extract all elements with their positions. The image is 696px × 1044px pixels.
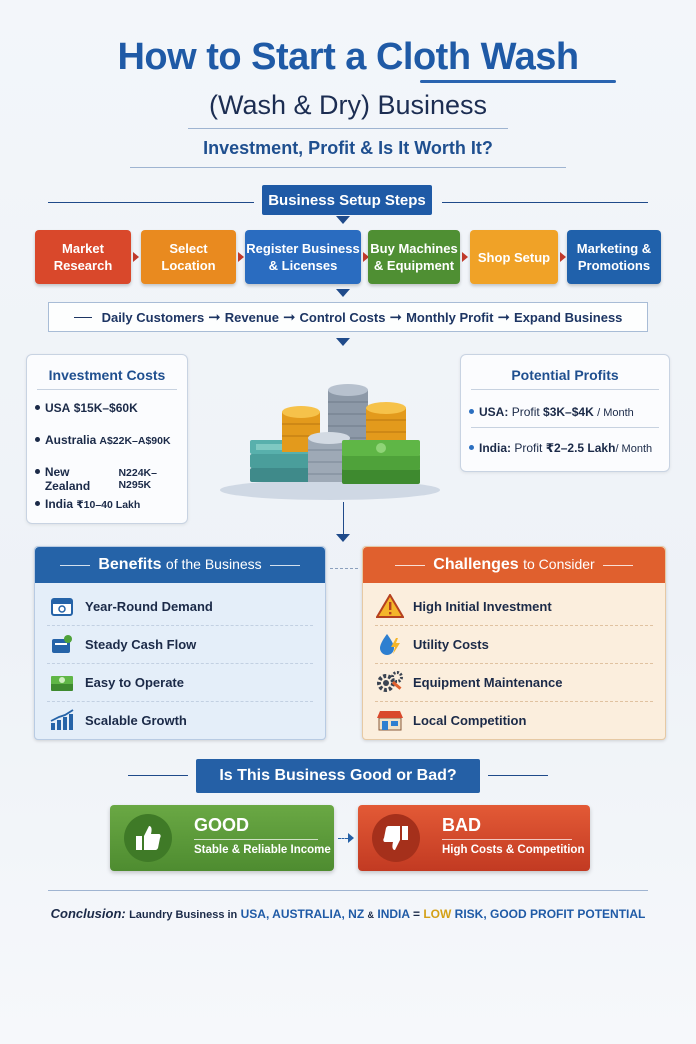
benefit-item: Steady Cash Flow bbox=[47, 629, 313, 659]
step-register-business: Register Business & Licenses bbox=[245, 230, 361, 284]
arrow-right-icon bbox=[363, 252, 369, 262]
arrow-right-icon: ➞ bbox=[282, 309, 296, 326]
divider bbox=[130, 167, 566, 168]
revenue-flow-bar: Daily Customers ➞ Revenue ➞ Control Cost… bbox=[48, 302, 648, 332]
page-title-line-2: (Wash & Dry) Business bbox=[208, 90, 488, 120]
divider bbox=[128, 775, 188, 776]
bad-subtitle: High Costs & Competition bbox=[442, 844, 585, 856]
cash-flow-icon bbox=[47, 631, 77, 657]
investment-item: USA $15K–$60K bbox=[35, 401, 138, 415]
challenge-item: High Initial Investment bbox=[375, 591, 653, 621]
arrow-down-icon bbox=[336, 289, 350, 297]
arrow-right-icon bbox=[238, 252, 244, 262]
flow-step: Daily Customers bbox=[101, 309, 205, 325]
growth-chart-icon bbox=[47, 707, 77, 733]
page-subtitle: Investment, Profit & Is It Worth It? bbox=[203, 138, 493, 158]
benefit-item: Year-Round Demand bbox=[47, 591, 313, 621]
divider bbox=[488, 775, 548, 776]
divider bbox=[471, 389, 659, 390]
investment-item: India ₹10–40 Lakh bbox=[35, 497, 140, 511]
step-shop-setup: Shop Setup bbox=[470, 230, 558, 284]
title-underline bbox=[420, 80, 616, 83]
connector-line bbox=[343, 502, 344, 536]
profit-item: USA: Profit $3K–$4K / Month bbox=[469, 405, 634, 419]
thumbs-up-icon bbox=[124, 814, 172, 862]
flow-step: Revenue bbox=[224, 309, 279, 325]
arrow-right-icon: ➞ bbox=[208, 309, 221, 326]
divider bbox=[471, 427, 659, 428]
good-title: GOOD bbox=[194, 815, 250, 835]
thumbs-down-icon bbox=[372, 814, 420, 862]
step-market-research: Market Research bbox=[35, 230, 131, 284]
flow-step: Expand Business bbox=[514, 309, 623, 325]
arrow-right-icon bbox=[560, 252, 566, 262]
good-subtitle: Stable & Reliable Income bbox=[194, 844, 331, 856]
benefits-panel: Benefits of the Business Year-Round Dema… bbox=[34, 546, 326, 740]
bad-verdict-box: BAD High Costs & Competition bbox=[358, 805, 590, 871]
divider bbox=[37, 389, 177, 390]
investment-costs-card: Investment Costs USA $15K–$60K Australia… bbox=[26, 354, 188, 524]
gears-icon bbox=[375, 669, 405, 695]
setup-steps-heading: Business Setup Steps bbox=[262, 185, 432, 215]
money-coins-illustration bbox=[220, 384, 440, 500]
divider bbox=[48, 890, 648, 891]
divider bbox=[188, 128, 508, 129]
page-title: How to Start a Cloth Wash bbox=[117, 36, 579, 78]
arrow-right-icon: ➞ bbox=[497, 309, 511, 326]
money-stack-icon bbox=[47, 669, 77, 695]
connector-line bbox=[338, 838, 348, 839]
conclusion-text: Conclusion: Laundry Business in USA, AUS… bbox=[50, 906, 646, 921]
step-select-location: Select Location bbox=[141, 230, 236, 284]
challenge-item: Equipment Maintenance bbox=[375, 667, 653, 697]
potential-profits-title: Potential Profits bbox=[511, 367, 619, 383]
arrow-down-icon bbox=[336, 534, 350, 542]
flow-step: Monthly Profit bbox=[406, 309, 494, 325]
verdict-heading: Is This Business Good or Bad? bbox=[196, 759, 480, 793]
challenges-panel: Challenges to Consider High Initial Inve… bbox=[362, 546, 666, 740]
challenge-item: Local Competition bbox=[375, 705, 653, 735]
step-marketing: Marketing & Promotions bbox=[567, 230, 661, 284]
green-cash-icon bbox=[342, 440, 420, 484]
connector-line bbox=[330, 568, 358, 569]
arrow-down-icon bbox=[336, 338, 350, 346]
investment-costs-title: Investment Costs bbox=[48, 367, 166, 383]
profit-item: India: Profit ₹2–2.5 Lakh/ Month bbox=[469, 441, 652, 455]
divider bbox=[48, 202, 254, 203]
arrow-right-icon: ➞ bbox=[389, 309, 403, 326]
benefit-item: Easy to Operate bbox=[47, 667, 313, 697]
arrow-right-icon bbox=[462, 252, 468, 262]
good-verdict-box: GOOD Stable & Reliable Income bbox=[110, 805, 334, 871]
arrow-right-icon bbox=[133, 252, 139, 262]
benefit-item: Scalable Growth bbox=[47, 705, 313, 735]
arrow-right-icon bbox=[348, 833, 354, 843]
divider bbox=[442, 202, 648, 203]
shop-icon bbox=[375, 707, 405, 733]
bad-title: BAD bbox=[442, 815, 481, 835]
flow-step: Control Costs bbox=[299, 309, 386, 325]
arrow-down-icon bbox=[336, 216, 350, 224]
challenge-item: Utility Costs bbox=[375, 629, 653, 659]
water-drop-icon bbox=[375, 631, 405, 657]
benefits-heading: Benefits of the Business bbox=[35, 547, 325, 583]
step-buy-machines: Buy Machines & Equipment bbox=[368, 230, 460, 284]
calendar-icon bbox=[47, 593, 77, 619]
challenges-heading: Challenges to Consider bbox=[363, 547, 665, 583]
warning-icon bbox=[375, 593, 405, 619]
potential-profits-card: Potential Profits USA: Profit $3K–$4K / … bbox=[460, 354, 670, 472]
